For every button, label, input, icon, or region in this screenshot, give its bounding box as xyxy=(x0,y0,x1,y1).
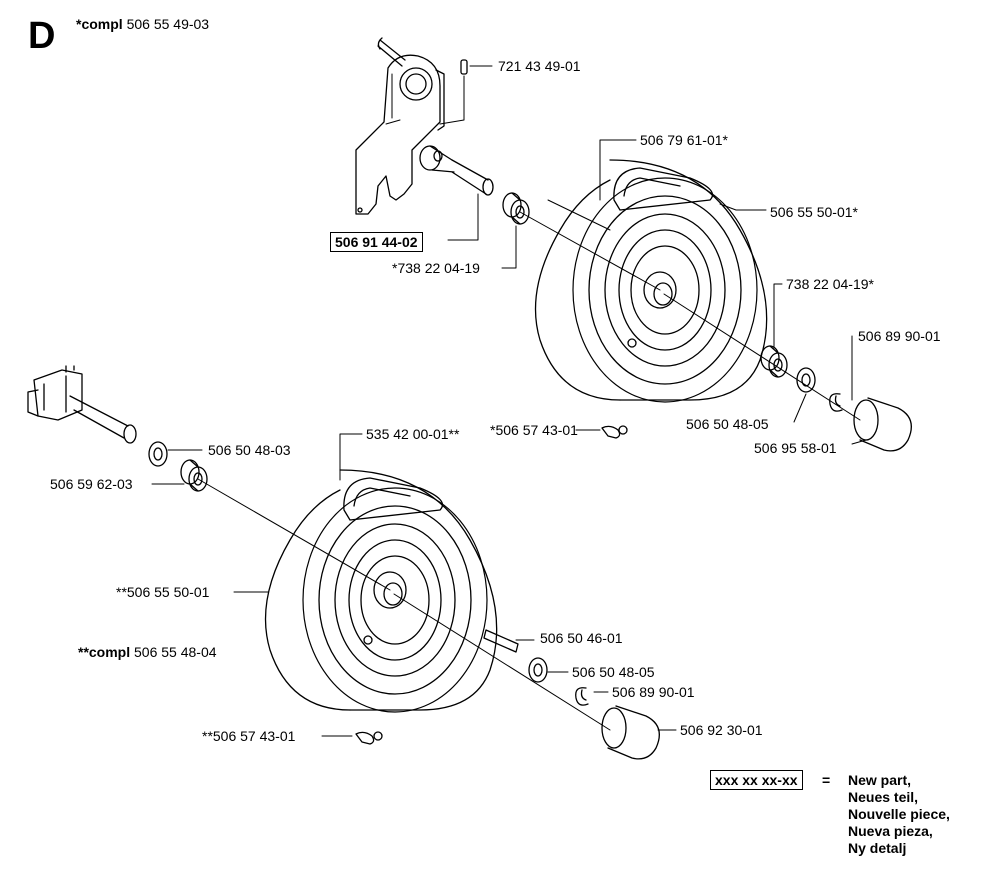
part-label: 721 43 49-01 xyxy=(498,58,581,74)
part-label: 506 50 46-01 xyxy=(540,630,623,646)
assembly-label-bottom: **compl 506 55 48-04 xyxy=(78,644,217,660)
legend-equals: = xyxy=(822,772,831,788)
legend-new-part-box: xxx xx xx-xx xyxy=(710,770,803,790)
part-label: 535 42 00-01** xyxy=(366,426,460,442)
part-label: *738 22 04-19 xyxy=(392,260,480,276)
part-label: 506 79 61-01* xyxy=(640,132,728,148)
assembly-number: 506 55 49-03 xyxy=(126,16,210,32)
axle-housing-bottom xyxy=(27,365,137,444)
washer-bottom-right xyxy=(528,657,548,683)
part-label: 506 50 48-03 xyxy=(208,442,291,458)
legend-line: Nouvelle piece, xyxy=(848,806,950,822)
section-letter: D xyxy=(28,15,56,57)
legend-text: New part, Neues teil, Nouvelle piece, Nu… xyxy=(848,772,950,857)
axle-tube-top xyxy=(377,37,406,67)
r-clip-top xyxy=(601,425,628,439)
key-bottom xyxy=(483,629,519,653)
part-label: 506 55 50-01* xyxy=(770,204,858,220)
axle-bracket xyxy=(355,54,445,215)
clip-bottom xyxy=(575,687,589,706)
r-clip-bottom xyxy=(355,731,383,745)
part-label: 506 95 58-01 xyxy=(754,440,837,456)
part-label: 738 22 04-19* xyxy=(786,276,874,292)
legend-line: Ny detalj xyxy=(848,840,907,856)
part-label: 506 59 62-03 xyxy=(50,476,133,492)
pin-721-43-49-01 xyxy=(460,59,468,75)
wheel-top xyxy=(534,159,768,403)
part-label: 506 89 90-01 xyxy=(612,684,695,700)
part-label: *506 57 43-01 xyxy=(490,422,578,438)
spacer-bushing-top xyxy=(502,192,530,225)
legend-line: Neues teil, xyxy=(848,789,919,805)
legend-line: New part, xyxy=(848,772,912,788)
washer-top xyxy=(796,367,816,393)
part-label: 506 50 48-05 xyxy=(572,664,655,680)
legend-line: Nueva pieza, xyxy=(848,823,933,839)
new-part-label: 506 91 44-02 xyxy=(330,232,423,252)
hubcap-bottom xyxy=(601,705,660,760)
part-label: 506 50 48-05 xyxy=(686,416,769,432)
part-label: 506 89 90-01 xyxy=(858,328,941,344)
part-label: 506 92 30-01 xyxy=(680,722,763,738)
leader-lines xyxy=(151,65,867,737)
assembly-label-top: *compl 506 55 49-03 xyxy=(76,16,209,32)
hubcap-top xyxy=(853,397,912,452)
bushing-right-top xyxy=(760,345,788,378)
part-label: **506 55 50-01 xyxy=(116,584,210,600)
washer-bottom-left xyxy=(148,441,168,467)
assembly-prefix: *compl xyxy=(76,16,123,32)
assembly-prefix: **compl xyxy=(78,644,131,660)
assembly-number: 506 55 48-04 xyxy=(134,644,217,660)
part-label: **506 57 43-01 xyxy=(202,728,296,744)
stub-axle-top xyxy=(419,145,494,196)
clip-top xyxy=(829,393,843,412)
bushing-bottom-left xyxy=(180,459,208,492)
wheel-bottom xyxy=(264,469,498,713)
